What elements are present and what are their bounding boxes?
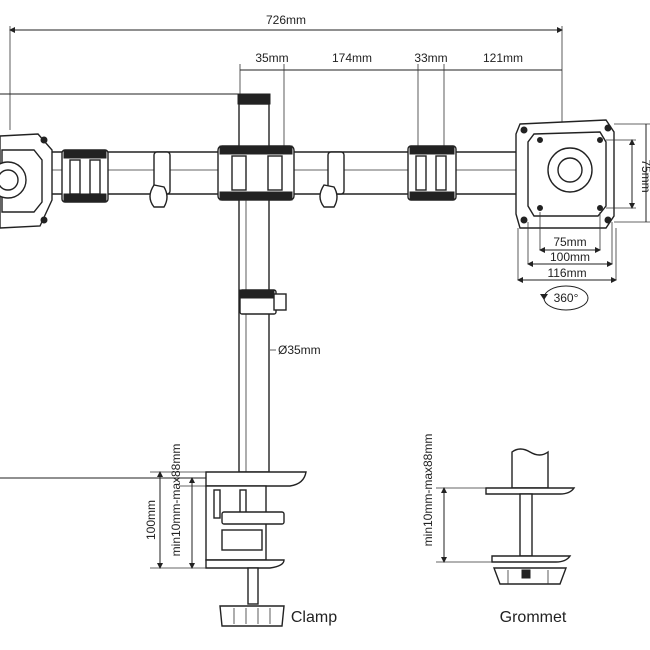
clamp-caption: Clamp xyxy=(291,609,337,626)
rotation-label: 360° xyxy=(554,291,579,305)
arm-joint-right xyxy=(407,145,457,201)
pole-height-stopper xyxy=(239,289,287,315)
vesa-plate-right xyxy=(515,119,615,229)
grommet-caption: Grommet xyxy=(500,609,567,626)
clamp-height-label: 100mm xyxy=(144,500,158,540)
grommet-range-label: min10mm-max88mm xyxy=(421,434,435,547)
pole xyxy=(237,93,271,473)
vesa-large-width-label: 100mm xyxy=(550,250,590,264)
vesa-plate-left xyxy=(0,133,53,229)
vesa-small-height-label: 75mm xyxy=(639,159,650,192)
grommet-assembly xyxy=(485,448,576,585)
arm-collar-left xyxy=(149,151,171,208)
pole-diameter-label: Ø35mm xyxy=(278,343,321,357)
clamp-assembly xyxy=(0,471,307,627)
seg-d-label: 121mm xyxy=(483,51,523,65)
vesa-small-width-label: 75mm xyxy=(553,235,586,249)
seg-c-label: 33mm xyxy=(414,51,447,65)
plate-width-label: 116mm xyxy=(547,266,586,280)
seg-a-label: 35mm xyxy=(255,51,288,65)
arm-joint-left xyxy=(61,149,109,203)
clamp-range-label: min10mm-max88mm xyxy=(169,444,183,557)
arm-collar-right xyxy=(319,151,345,208)
vesa-dimension-lines xyxy=(517,123,650,283)
center-hub xyxy=(217,145,295,201)
top-dimension-lines xyxy=(0,26,563,150)
grommet-dimension-lines xyxy=(436,487,492,563)
clamp-dimension-lines xyxy=(150,471,206,569)
total-width-label: 726mm xyxy=(266,13,306,27)
rotation-icon xyxy=(540,285,589,311)
seg-b-label: 174mm xyxy=(332,51,372,65)
